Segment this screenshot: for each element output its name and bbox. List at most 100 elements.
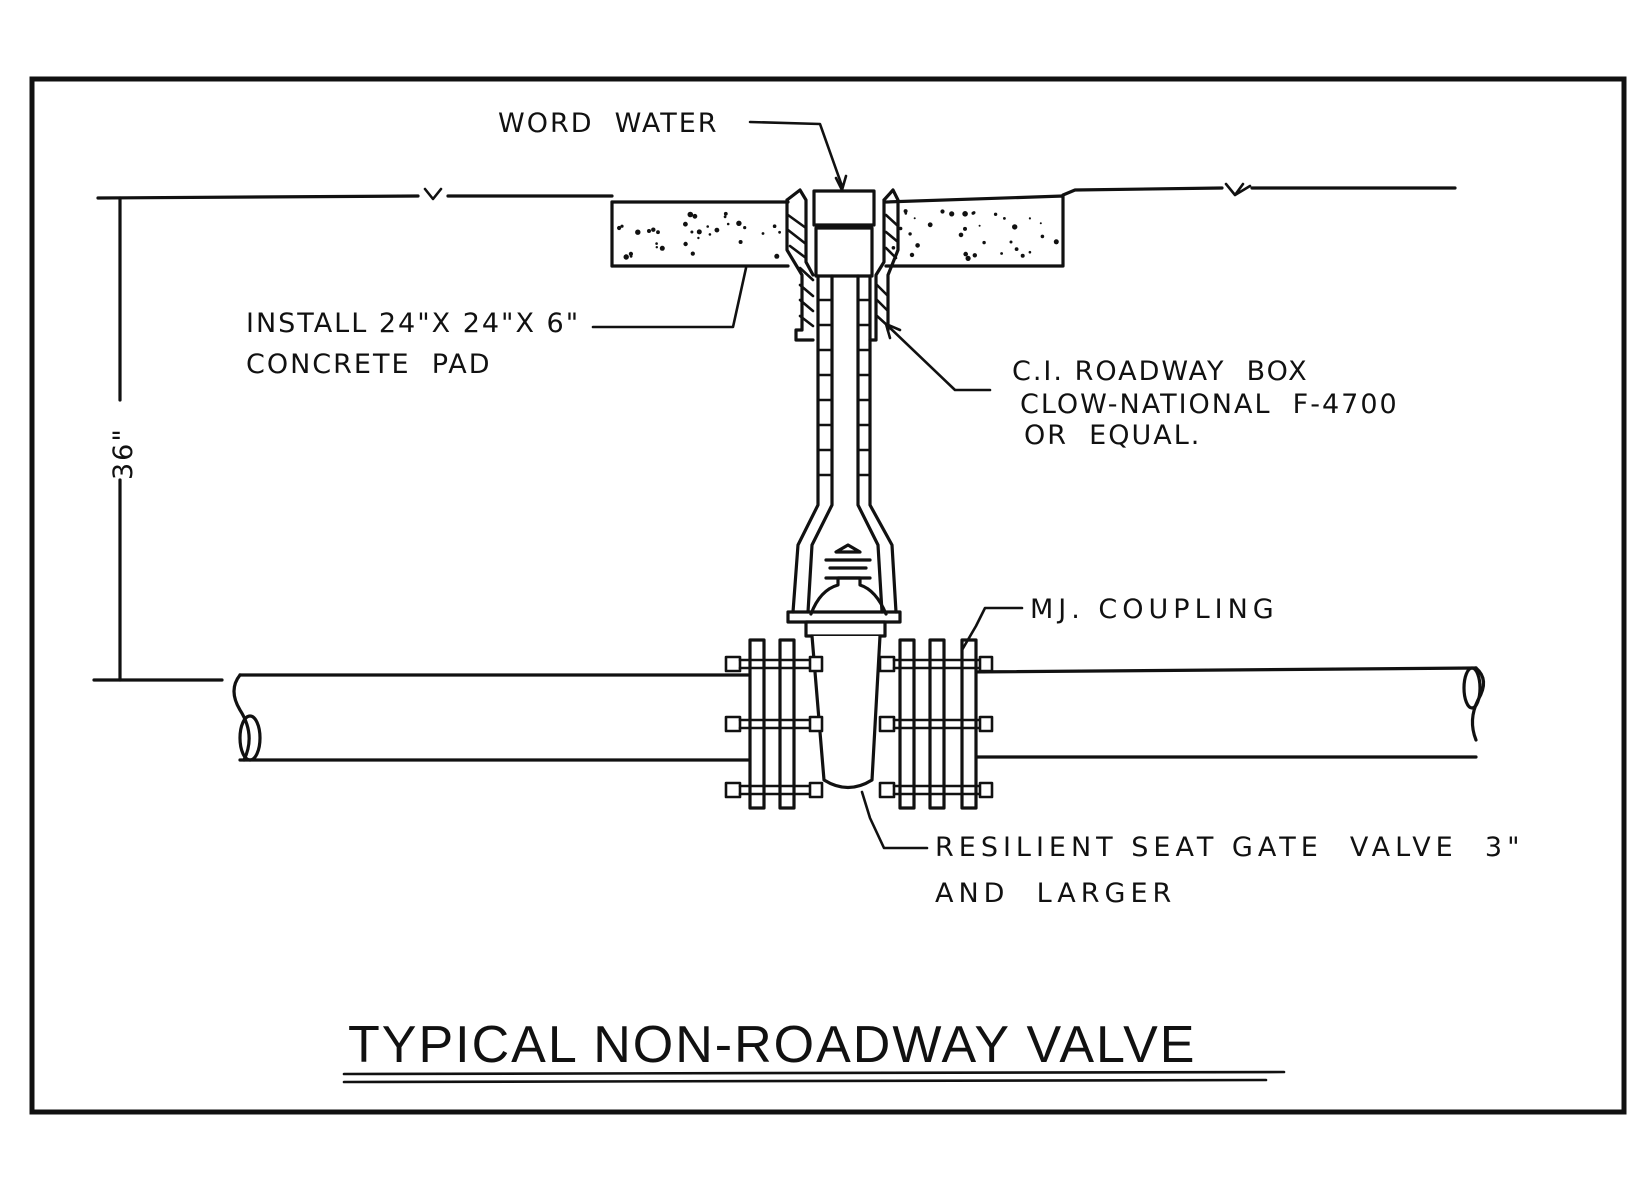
flange-plate	[778, 638, 796, 810]
aggregate-dot	[690, 230, 694, 234]
aggregate-dot	[904, 212, 908, 215]
aggregate-dot	[962, 211, 968, 217]
bolt-nut	[808, 781, 824, 799]
aggregate-dot	[1028, 217, 1031, 220]
bolt-nut	[878, 781, 896, 799]
label-concrete-pad-2: CONCRETE PAD	[246, 349, 492, 380]
title-underline	[342, 1070, 1286, 1076]
aggregate-dot	[635, 229, 641, 235]
aggregate-dot	[683, 221, 688, 227]
gate-valve	[804, 543, 888, 790]
grade-symbol-right	[1224, 182, 1252, 197]
aggregate-dot	[687, 211, 694, 218]
aggregate-dot	[655, 242, 658, 245]
label-depth-dimension: 36"	[108, 427, 139, 480]
bolt-nut	[978, 781, 994, 799]
aggregate-dot	[651, 227, 656, 232]
aggregate-dot	[958, 232, 964, 238]
aggregate-dot	[909, 252, 915, 258]
title-underline-lower	[342, 1078, 1268, 1084]
aggregate-dot	[628, 251, 634, 256]
aggregate-dot	[620, 224, 624, 228]
aggregate-dot	[723, 211, 728, 216]
aggregate-dot	[708, 233, 712, 236]
aggregate-dot	[891, 246, 896, 250]
drawing-title: TYPICAL NON-ROADWAY VALVE	[348, 1016, 1196, 1074]
leader-word-water	[748, 120, 844, 188]
label-roadway-box-3: OR EQUAL.	[1024, 420, 1201, 451]
aggregate-dot	[659, 245, 665, 251]
leader-concrete-pad	[591, 266, 748, 329]
aggregate-dot	[690, 251, 695, 256]
label-roadway-box-2: CLOW-NATIONAL F-4700	[1020, 389, 1399, 420]
bolt-shank	[738, 718, 812, 730]
aggregate-dot	[913, 217, 916, 220]
aggregate-dot	[1014, 247, 1019, 252]
leader-lines	[591, 120, 1024, 850]
leader-roadway-box	[886, 324, 992, 392]
bolt-nut	[724, 715, 742, 733]
concrete-pad	[610, 194, 1065, 268]
bolt-nut	[808, 715, 824, 733]
aggregate-dot	[1009, 240, 1013, 244]
label-roadway-box-1: C.I. ROADWAY BOX	[1012, 356, 1309, 387]
bolt-nut	[724, 781, 742, 799]
mj-couplings	[724, 638, 994, 810]
aggregate-dot	[623, 254, 629, 260]
bolt-shank	[738, 784, 812, 796]
aggregate-dot	[1055, 241, 1058, 245]
aggregate-dot	[982, 240, 986, 245]
bolt-nut	[878, 655, 896, 673]
aggregate-dot	[908, 232, 912, 236]
aggregate-dot	[629, 254, 633, 258]
flange-plate	[898, 638, 916, 810]
aggregate-dot	[656, 230, 660, 235]
bolt-nut	[878, 715, 896, 733]
bolt-shank	[892, 658, 982, 670]
aggregate-dot	[617, 225, 622, 231]
aggregate-dot	[697, 236, 700, 240]
aggregate-dot	[647, 229, 651, 233]
bolt-shank	[738, 658, 812, 670]
aggregate-dot	[927, 222, 933, 228]
aggregate-dot	[993, 212, 998, 216]
label-concrete-pad-1: INSTALL 24"X 24"X 6"	[246, 308, 580, 339]
finished-grade-line	[96, 182, 1457, 201]
aggregate-dot	[706, 225, 709, 228]
aggregate-dot	[972, 253, 977, 258]
aggregate-dot	[940, 209, 945, 214]
drawing-border	[29, 76, 1627, 1115]
aggregate-dot	[743, 226, 747, 230]
aggregate-dot	[696, 229, 702, 235]
aggregate-dot	[761, 232, 765, 235]
aggregate-dot	[1012, 224, 1018, 230]
aggregate-dot	[898, 226, 903, 231]
aggregate-dot	[1040, 234, 1045, 239]
aggregate-dot	[965, 255, 971, 261]
aggregate-dot	[978, 224, 981, 227]
aggregate-dot	[971, 211, 975, 215]
bolt-shank	[892, 718, 982, 730]
aggregate-dot	[736, 220, 742, 226]
label-gate-valve-2: AND LARGER	[935, 878, 1176, 909]
roadway-box	[785, 188, 902, 624]
aggregate-dot	[778, 230, 781, 234]
bolt-nut	[724, 655, 742, 673]
bolt-nut	[978, 715, 994, 733]
aggregate-dot	[1020, 253, 1025, 258]
bolt-nut	[808, 655, 824, 673]
aggregate-dot	[738, 240, 743, 244]
aggregate-dot	[723, 215, 727, 219]
aggregate-dot	[963, 251, 968, 257]
bolt-nut	[978, 655, 994, 673]
aggregate-dot	[949, 211, 955, 217]
aggregate-dot	[1039, 222, 1042, 225]
aggregate-dot	[683, 241, 688, 247]
aggregate-dot	[774, 253, 780, 259]
grade-symbol-left	[423, 187, 443, 201]
aggregate-dot	[963, 226, 967, 231]
aggregate-dot	[1003, 217, 1006, 220]
bolt-shank	[892, 784, 982, 796]
leader-gate-valve	[860, 790, 929, 850]
